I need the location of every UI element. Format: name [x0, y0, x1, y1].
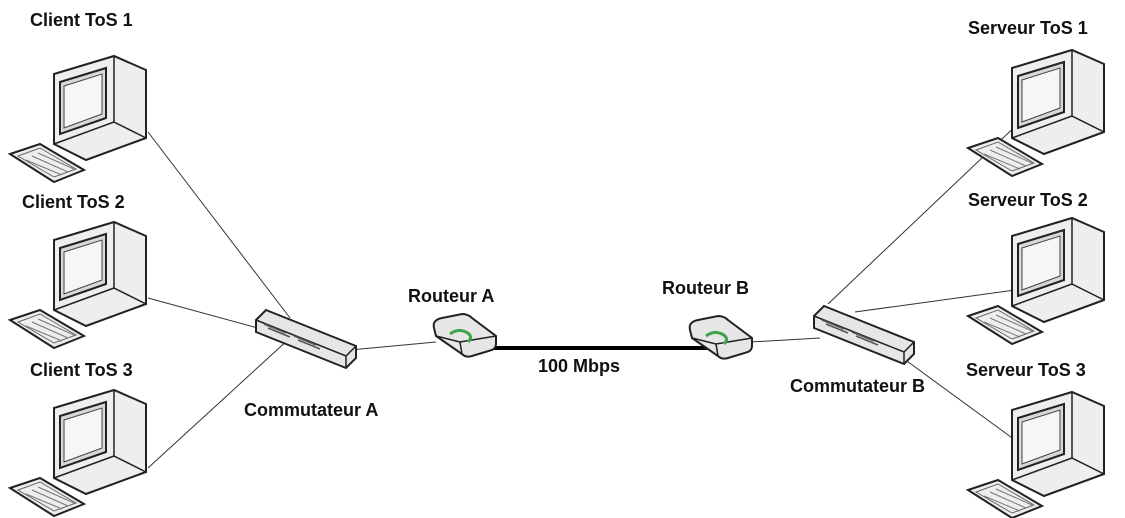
router-a: Routeur A [408, 286, 498, 359]
computer-icon [967, 217, 1105, 345]
server-2: Serveur ToS 2 [967, 190, 1105, 345]
link-switch-b-server2 [854, 289, 1016, 313]
switch-icon [813, 305, 915, 365]
client-3: Client ToS 3 [9, 360, 147, 517]
switch-b: Commutateur B [790, 305, 925, 396]
client-1-label: Client ToS 1 [30, 10, 133, 30]
computer-icon [9, 221, 147, 349]
client-3-label: Client ToS 3 [30, 360, 133, 380]
router-a-label: Routeur A [408, 286, 494, 306]
router-b-label: Routeur B [662, 278, 749, 298]
link-client1-switch-a [147, 131, 291, 319]
router-icon [688, 314, 754, 361]
switch-a-label: Commutateur A [244, 400, 378, 420]
router-icon [432, 312, 498, 359]
switch-icon [255, 309, 357, 369]
server-1-label: Serveur ToS 1 [968, 18, 1088, 38]
link-router-b-switch-b [749, 337, 821, 343]
client-2-label: Client ToS 2 [22, 192, 125, 212]
link-client3-switch-a [147, 337, 291, 469]
computer-icon [9, 389, 147, 517]
switch-b-label: Commutateur B [790, 376, 925, 396]
server-1: Serveur ToS 1 [967, 18, 1105, 177]
computer-icon [967, 49, 1105, 177]
client-1: Client ToS 1 [9, 10, 147, 183]
router-b: Routeur B [662, 278, 754, 361]
link-client2-switch-a [147, 297, 266, 331]
server-2-label: Serveur ToS 2 [968, 190, 1088, 210]
server-3: Serveur ToS 3 [966, 360, 1105, 518]
switch-a: Commutateur A [244, 309, 378, 420]
computer-icon [9, 55, 147, 183]
link-switch-b-server3 [899, 355, 1016, 441]
backbone-link-label: 100 Mbps [538, 356, 620, 376]
link-switch-a-router-a [349, 341, 437, 351]
client-2: Client ToS 2 [9, 192, 147, 349]
server-3-label: Serveur ToS 3 [966, 360, 1086, 380]
computer-icon [967, 391, 1105, 518]
